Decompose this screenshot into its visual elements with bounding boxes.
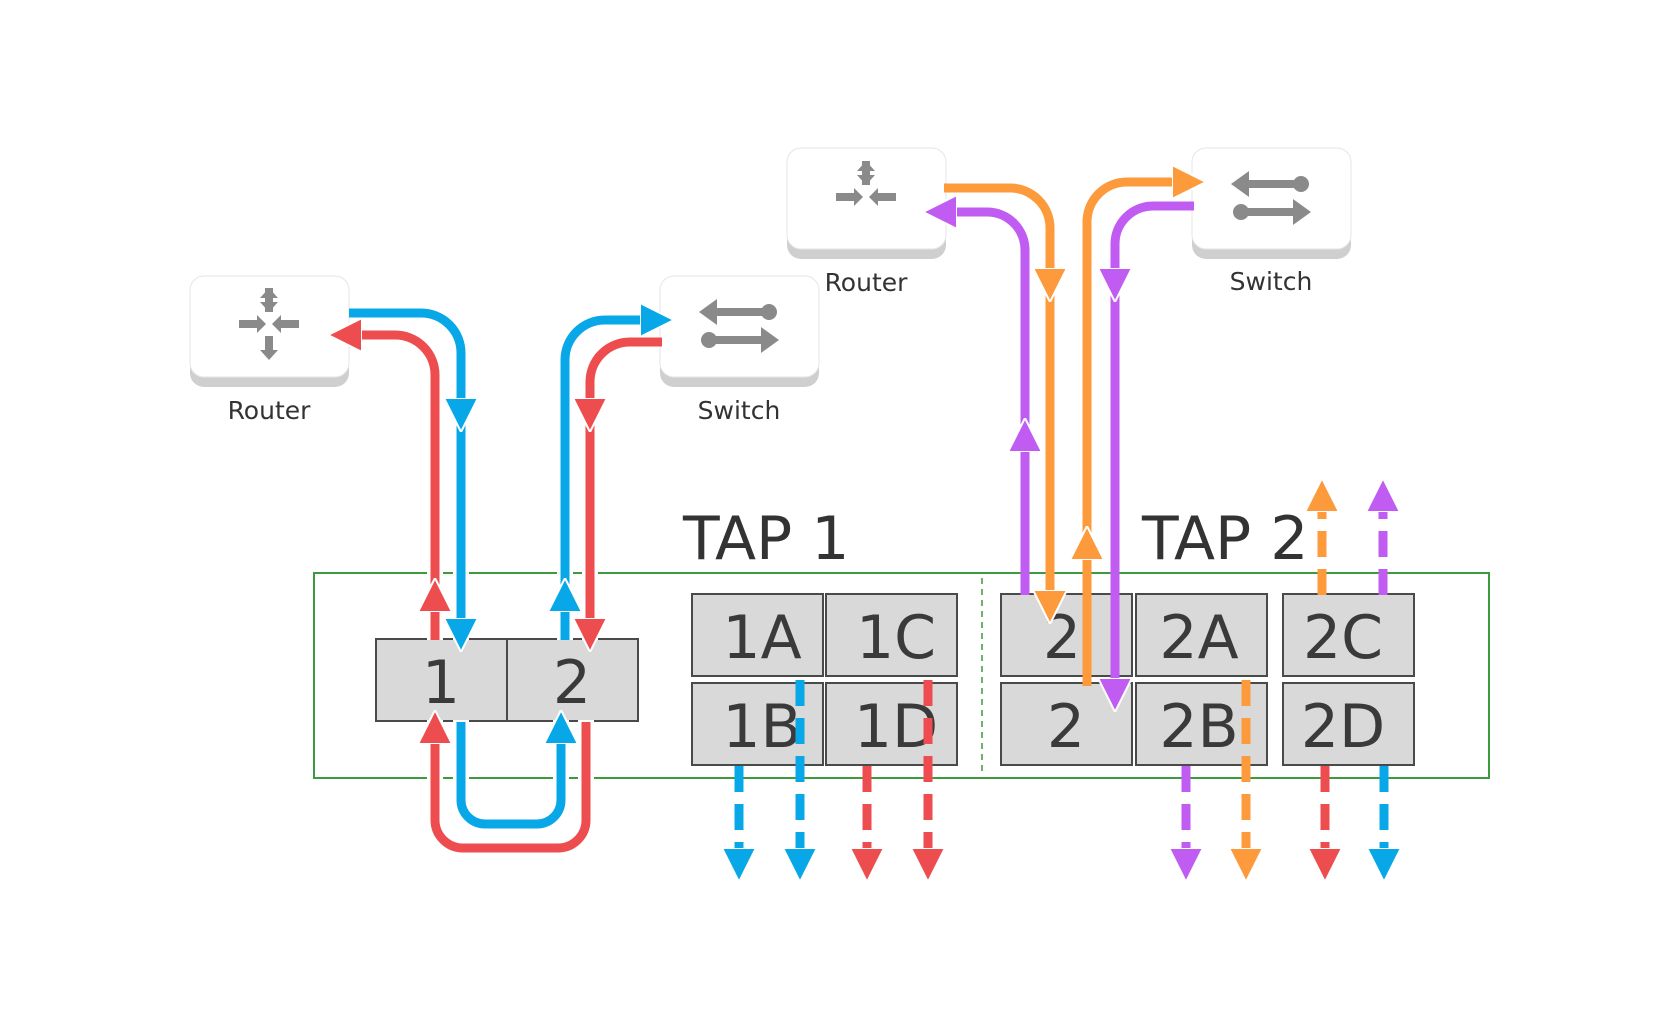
tap-2-port-2c[interactable] [1282, 593, 1415, 677]
router-2[interactable]: Router [786, 147, 947, 297]
switch-icon [1231, 171, 1311, 225]
tap-2-monitor-outputs [1186, 490, 1384, 870]
tap-2-port-2d-label: 2D [1301, 692, 1385, 762]
switch-icon [699, 299, 779, 353]
tap-1-traffic-flows [340, 313, 662, 856]
tap-1-network-ports: 1 2 [375, 638, 639, 722]
router-1-label: Router [228, 396, 312, 425]
tap-2-port-bottom-label: 2 [1047, 692, 1085, 762]
tap-2-port-2a-label: 2A [1159, 603, 1238, 673]
router-icon [239, 288, 299, 360]
tap-1-port-1d[interactable] [825, 682, 958, 766]
router-2-label: Router [825, 268, 909, 297]
tap-2-title: TAP 2 [1141, 504, 1308, 574]
tap-1-port-1a[interactable] [691, 593, 824, 677]
tap-1-port-2-label: 2 [553, 648, 591, 718]
tap-1-port-2[interactable] [506, 638, 639, 722]
tap-2-network-ports: 2 2 [1000, 593, 1133, 766]
switch-2[interactable]: Switch [1191, 147, 1352, 296]
switch-1[interactable]: Switch [659, 275, 820, 425]
tap-1-monitor-outputs [739, 680, 928, 870]
switch-2-label: Switch [1230, 267, 1313, 296]
tap-1-port-1-label: 1 [422, 648, 460, 718]
tap-1-port-1b-label: 1B [722, 692, 801, 762]
tap-2-monitor-ports: 2A 2C 2B 2D [1135, 593, 1415, 766]
tap-1-title: TAP 1 [682, 504, 849, 574]
tap-1-port-1a-label: 1A [722, 603, 801, 673]
tap-2-port-2c-label: 2C [1303, 603, 1383, 673]
tap-enclosure [313, 572, 1490, 779]
switch-1-label: Switch [698, 396, 781, 425]
tap-1-monitor-ports: 1A 1C 1B 1D [691, 593, 958, 766]
tap-2-traffic-flows [935, 182, 1194, 700]
router-1[interactable]: Router [189, 275, 350, 425]
tap-2-port-top-label: 2 [1043, 603, 1081, 673]
tap-1-port-1c-label: 1C [856, 603, 936, 673]
tap-1-port-1c[interactable] [825, 593, 958, 677]
tap-2-port-2b-label: 2B [1159, 692, 1238, 762]
tap-2-port-2a[interactable] [1135, 593, 1268, 677]
router-icon [836, 161, 896, 206]
tap-2-port-2d[interactable] [1282, 682, 1415, 766]
